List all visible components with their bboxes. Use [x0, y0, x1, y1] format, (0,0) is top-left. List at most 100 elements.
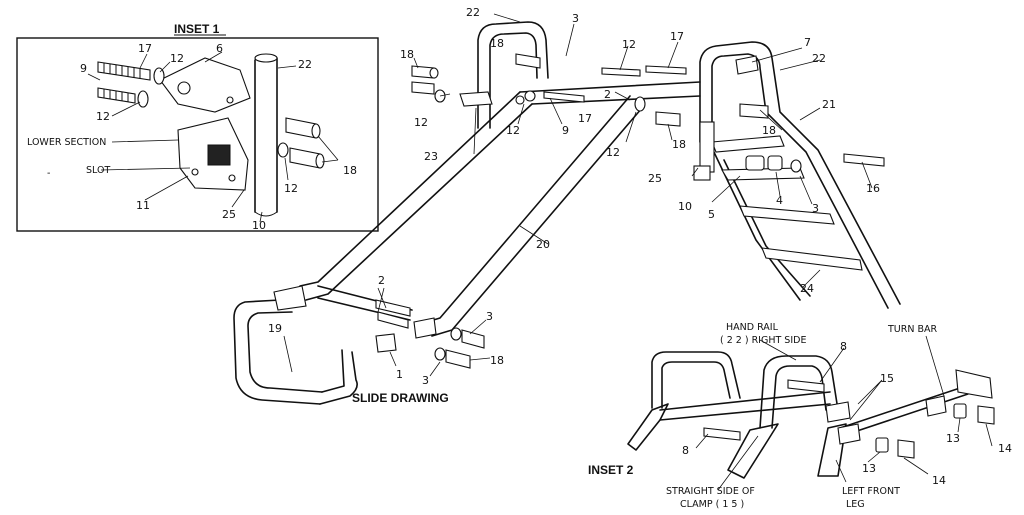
inset-1-lower-plate: [177, 117, 249, 191]
inset-1-label-25: 25: [222, 208, 236, 221]
inset-2-label-left-front: LEFT FRONT: [842, 486, 900, 497]
inset-2-turn-bar-plate: [955, 369, 993, 399]
inset-2-label-clamp: CLAMP ( 1 5 ): [680, 499, 744, 510]
inset-1-label-18: 18: [343, 164, 357, 177]
slide-drawing: 22 3 18 18 12 17 7 22 2 21 12 12 9 17 18…: [233, 6, 901, 405]
step-bolt: [843, 153, 885, 167]
label-21: 21: [822, 98, 836, 111]
upper-hardware: [411, 53, 769, 127]
inset-2-clamp-upper: [825, 401, 851, 423]
label-10: 10: [678, 200, 692, 213]
slide-drawing-title: SLIDE DRAWING: [352, 391, 449, 405]
label-12-top: 12: [622, 38, 636, 51]
inset-2-label-13-left: 13: [862, 462, 876, 475]
label-12-right: 12: [606, 146, 620, 159]
slide-rail-right: [419, 95, 643, 337]
inset-1-label-12-left: 12: [96, 110, 110, 123]
inset-2-bolt-lower: [703, 427, 741, 441]
inset-1-washer-lower: [137, 90, 149, 108]
label-12-left: 12: [414, 116, 428, 129]
label-22-top: 22: [466, 6, 480, 19]
inset-1-label-lower-section: LOWER SECTION: [27, 137, 106, 148]
inset-2-label-8-lower: 8: [682, 444, 689, 457]
inset-2: HAND RAIL ( 2 2 ) RIGHT SIDE TURN BAR 8 …: [588, 322, 1012, 510]
bottom-cross-bar: [319, 349, 358, 405]
inset-2-label-8-upper: 8: [840, 340, 847, 353]
inset-1-label-slot: SLOT: [86, 165, 110, 176]
inset-1-label-6: 6: [216, 42, 223, 55]
label-18-ladder: 18: [762, 124, 776, 137]
inset-1-bolts: [97, 61, 151, 104]
label-2-bottom-a: 2: [378, 274, 385, 287]
label-20: 20: [536, 238, 550, 251]
label-18-top-left: 18: [400, 48, 414, 61]
bottom-left-bracket: [273, 285, 307, 311]
label-22-ladder: 22: [812, 52, 826, 65]
inset-1-label-22: 22: [298, 58, 312, 71]
bottom-clamp-1: [375, 333, 397, 353]
inset-1-label-9: 9: [80, 62, 87, 75]
label-3-bottom: 3: [422, 374, 429, 387]
inset-1-frame: [16, 37, 379, 232]
label-1: 1: [396, 368, 403, 381]
inset-2-label-hand-rail: HAND RAIL: [726, 322, 779, 333]
label-18-top-mid: 18: [490, 37, 504, 50]
label-3-ladder: 3: [812, 202, 819, 215]
inset-2-clamp-turn: [925, 395, 947, 417]
label-7: 7: [804, 36, 811, 49]
label-18-bottom: 18: [490, 354, 504, 367]
inset-2-label-13-right: 13: [946, 432, 960, 445]
label-9: 9: [562, 124, 569, 137]
top-cross-tube: [519, 81, 701, 105]
inset-1-bracket: [159, 57, 251, 113]
inset-2-label-leg: LEG: [846, 499, 865, 510]
label-19: 19: [268, 322, 282, 335]
label-17-mid: 17: [578, 112, 592, 125]
inset-1-tube: [254, 53, 278, 217]
ladder: [699, 41, 901, 309]
label-3-bottom-right: 3: [486, 310, 493, 323]
inset-1-label-11: 11: [136, 199, 150, 212]
label-4: 4: [776, 194, 783, 207]
label-25: 25: [648, 172, 662, 185]
inset-1-washer-upper: [153, 67, 165, 85]
inset-2-label-15: 15: [880, 372, 894, 385]
inset-1: INSET 1: [16, 22, 379, 232]
inset-2-right-leg: [727, 423, 779, 479]
ladder-post: [693, 121, 715, 181]
inset-1-label-12-right: 12: [284, 182, 298, 195]
top-handrail: [477, 21, 549, 129]
inset-1-bushings: [285, 117, 325, 169]
bottom-bolts: [375, 299, 411, 329]
inset-1-title: INSET 1: [174, 22, 220, 36]
inset-2-left-front-leg: [817, 423, 847, 477]
inset-2-lower-bar: [659, 391, 831, 421]
inset-2-clamp-lower: [837, 423, 861, 445]
label-17-top: 17: [670, 30, 684, 43]
label-2-top: 2: [604, 88, 611, 101]
bottom-bushings: [434, 327, 485, 369]
label-23: 23: [424, 150, 438, 163]
inset-2-label-hand-rail-side: ( 2 2 ) RIGHT SIDE: [720, 335, 806, 346]
inset-2-left-rail: [651, 351, 741, 409]
inset-1-label-17: 17: [138, 42, 152, 55]
label-18-right: 18: [672, 138, 686, 151]
inset-2-bolt-upper: [787, 379, 825, 393]
inset-2-right-rail: [759, 355, 839, 429]
inset-1-label-dash: -: [47, 168, 50, 179]
inset-2-label-straight-side: STRAIGHT SIDE OF: [666, 486, 755, 497]
slide-rail-left: [299, 91, 533, 301]
inset-2-label-turn-bar: TURN BAR: [887, 324, 937, 335]
inset-2-label-14-left: 14: [932, 474, 946, 487]
label-24: 24: [800, 282, 814, 295]
bottom-clamp-right: [413, 317, 437, 339]
inset-2-label-14-right: 14: [998, 442, 1012, 455]
inset-1-washer-right: [277, 142, 289, 158]
inset-1-label-12-top: 12: [170, 52, 184, 65]
inset-2-turn-bar: [839, 385, 969, 437]
inset-1-label-10: 10: [252, 219, 266, 232]
label-16: 16: [866, 182, 880, 195]
inset-2-title: INSET 2: [588, 463, 634, 477]
inset-2-left-leg: [627, 403, 669, 451]
